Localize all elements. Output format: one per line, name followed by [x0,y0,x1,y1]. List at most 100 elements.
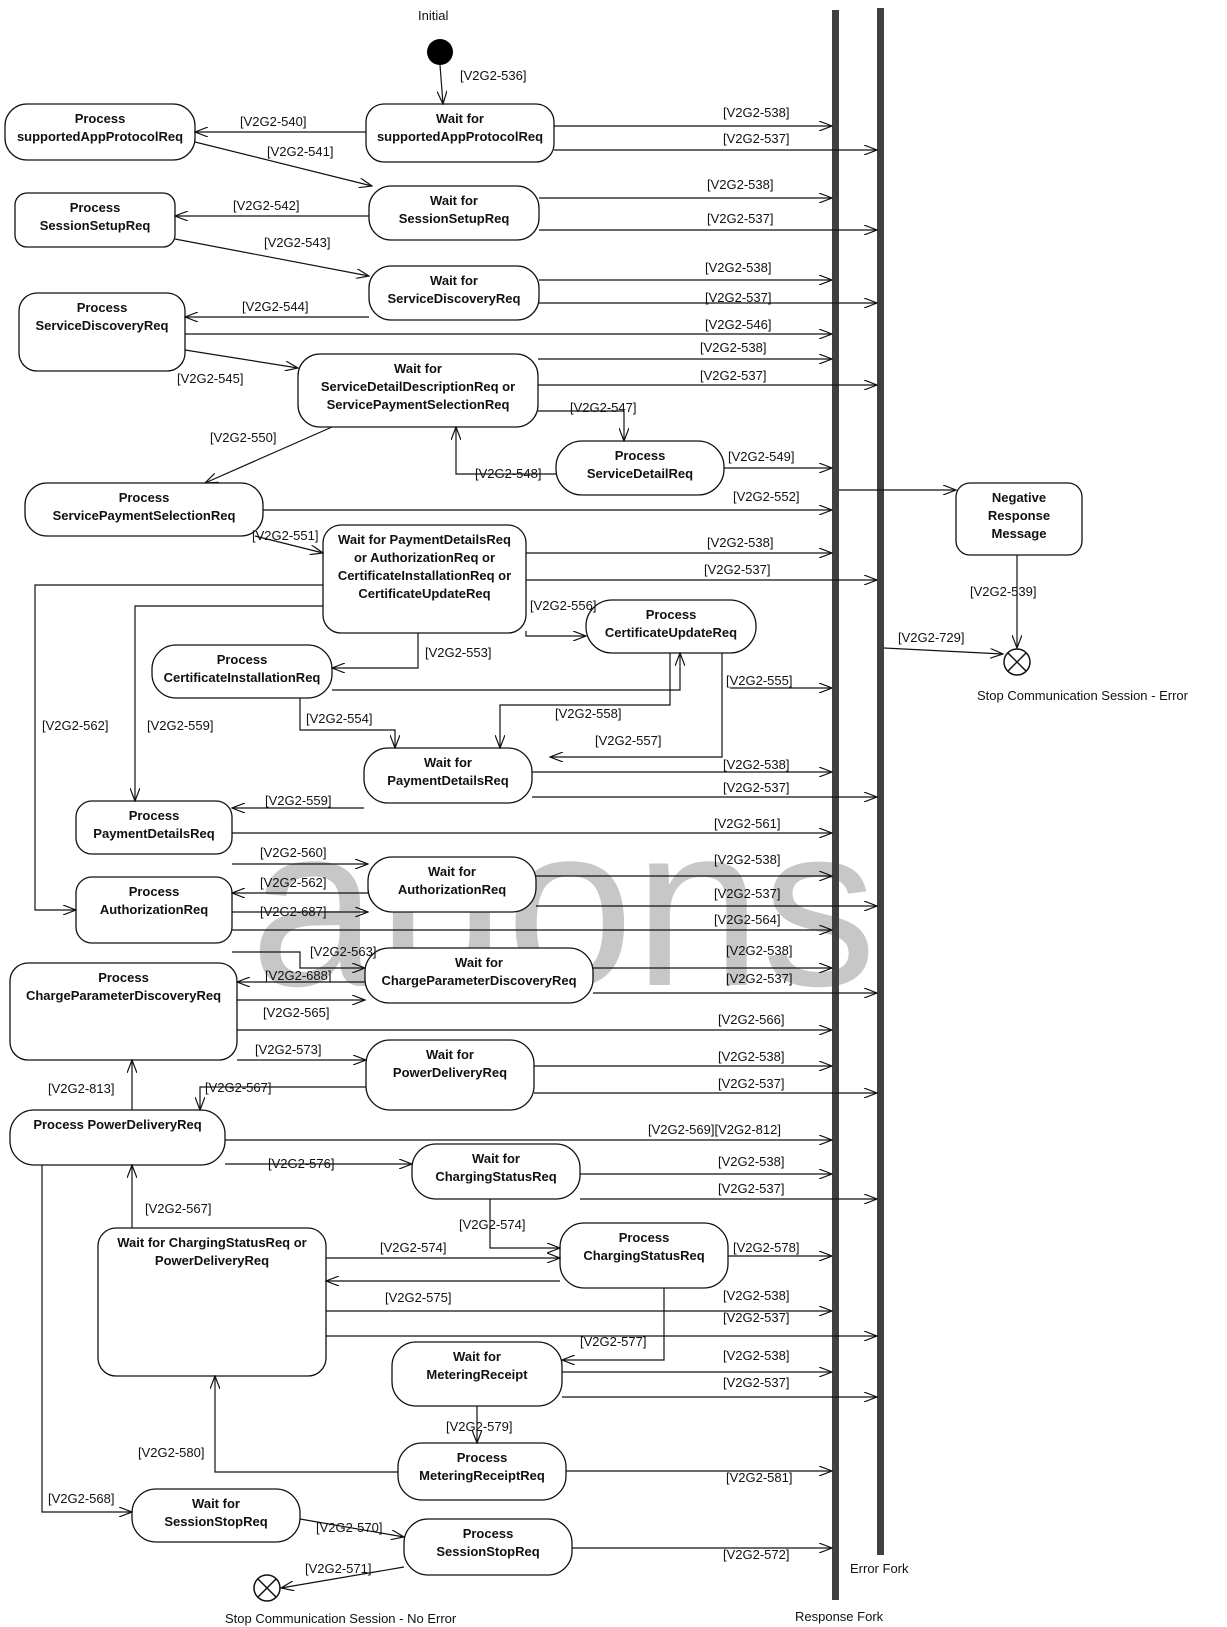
transition-arrow [500,653,671,748]
state-title-line: ServicePaymentSelectionReq [327,397,510,412]
state-title-line: SessionStopReq [436,1544,539,1559]
initial-node [427,39,453,65]
transitions-layer [34,64,1017,1588]
state-title-line: supportedAppProtocolReq [17,129,183,144]
transition-label: [V2G2-537] [718,1076,785,1091]
transition-arrow [299,698,395,748]
transition-label: [V2G2-562] [42,718,109,733]
transition-label: [V2G2-538] [723,1288,790,1303]
transition-label: [V2G2-537] [726,971,793,986]
state-proc-sap: Process supportedAppProtocolReq [4,103,196,161]
transition-label: [V2G2-566] [718,1012,785,1027]
transition-label: [V2G2-553] [425,645,492,660]
transition-label: [V2G2-568] [48,1491,115,1506]
state-title-line: SessionSetupReq [399,211,510,226]
state-title-line: Response [988,508,1050,523]
transition-label: [V2G2-544] [242,299,309,314]
transition-arrow [174,238,369,276]
state-title-line: CertificateInstallationReq [164,670,321,685]
transition-arrow [34,584,323,910]
transition-arrow [525,631,586,636]
transition-label: [V2G2-567] [205,1080,272,1095]
transition-arrow [550,653,723,757]
state-title-line: SessionSetupReq [40,218,151,233]
state-title-line: ServicePaymentSelectionReq [53,508,236,523]
state-title-line: AuthorizationReq [398,882,506,897]
transition-label: [V2G2-554] [306,711,373,726]
transition-label: [V2G2-688] [265,968,332,983]
transition-label: [V2G2-536] [460,68,527,83]
transition-label: [V2G2-538] [707,535,774,550]
transition-label: [V2G2-537] [723,780,790,795]
state-proc-pdel: Process PowerDeliveryReq [9,1109,226,1166]
transition-arrow [299,1518,404,1537]
transition-arrow [184,349,298,368]
transition-label: [V2G2-729] [898,630,965,645]
transition-label: [V2G2-550] [210,430,277,445]
transition-label: [V2G2-538] [723,757,790,772]
state-title-line: Process [129,884,180,899]
state-title-line: Process [75,111,126,126]
transition-label: [V2G2-562] [260,875,327,890]
state-title-line: Wait for [428,864,476,879]
transition-label: [V2G2-537] [723,1310,790,1325]
state-title-line: Wait for [192,1496,240,1511]
state-title-line: ChargingStatusReq [435,1169,556,1184]
state-title-line: Process [217,652,268,667]
state-title-line: CertificateUpdateReq [358,586,490,601]
state-title-line: Process [98,970,149,985]
transition-label: [V2G2-572] [723,1547,790,1562]
transition-label: [V2G2-578] [733,1240,800,1255]
error-fork-label: Error Fork [850,1561,909,1576]
transition-label: [V2G2-542] [233,198,300,213]
state-title-line: PowerDeliveryReq [393,1065,507,1080]
initial-label: Initial [418,8,448,23]
stop-error-label: Stop Communication Session - Error [977,688,1189,703]
state-title-line: Wait for [426,1047,474,1062]
error-fork-bar [877,8,884,1555]
transition-label: [V2G2-537] [707,211,774,226]
transition-label: [V2G2-558] [555,706,622,721]
transition-label: [V2G2-540] [240,114,307,129]
state-title-line: MeteringReceiptReq [419,1468,545,1483]
transition-arrow [232,951,365,968]
state-title-line: Process [457,1450,508,1465]
transition-label: [V2G2-537] [723,131,790,146]
state-title-line: ServiceDetailDescriptionReq or [321,379,515,394]
transition-label: [V2G2-581] [726,1470,793,1485]
transition-arrow [440,64,443,104]
transition-label: [V2G2-538] [718,1049,785,1064]
state-title-line: Process [463,1526,514,1541]
transition-label: [V2G2-538] [707,177,774,192]
transition-label: [V2G2-579] [446,1419,513,1434]
transition-label: [V2G2-549] [728,449,795,464]
transition-label: [V2G2-575] [385,1290,452,1305]
state-title-line: PaymentDetailsReq [387,773,508,788]
state-title-line: Process [70,200,121,215]
state-title-line: Wait for ChargingStatusReq or [117,1235,306,1250]
transition-label: [V2G2-813] [48,1081,115,1096]
state-title-line: Wait for [424,755,472,770]
transition-label: [V2G2-559] [265,793,332,808]
transition-arrow [41,1165,132,1512]
transition-arrow [281,1566,405,1588]
transition-label: [V2G2-563] [310,944,377,959]
transition-label: [V2G2-538] [700,340,767,355]
transition-label: [V2G2-538] [726,943,793,958]
response-fork-label: Response Fork [795,1609,884,1624]
transition-arrow [489,1199,560,1248]
state-title-line: ChargeParameterDiscoveryReq [26,988,221,1003]
transition-label: [V2G2-571] [305,1561,372,1576]
transition-label: [V2G2-573] [255,1042,322,1057]
